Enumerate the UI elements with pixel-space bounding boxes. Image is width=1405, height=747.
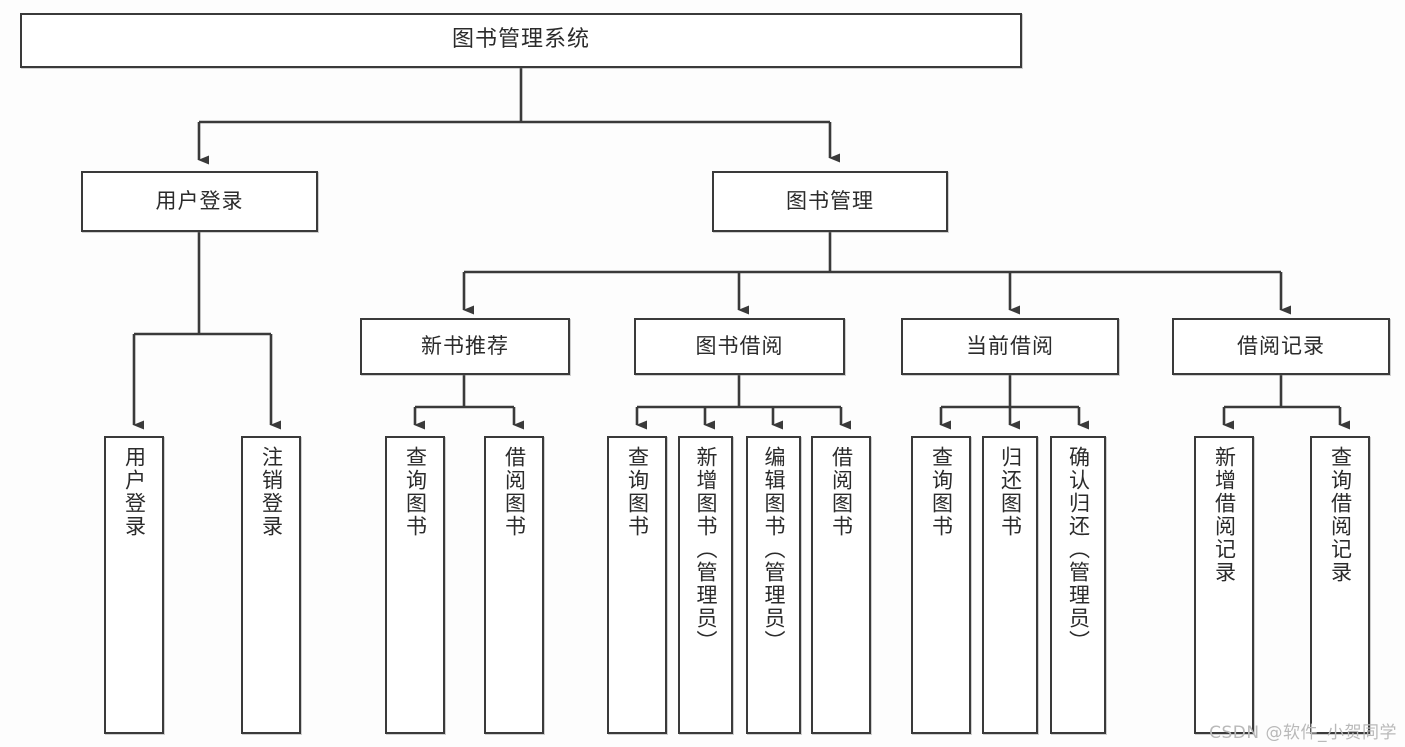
leaf-borrow-query-book[interactable]: 查询图书: [607, 436, 667, 734]
leaf-new-book-query[interactable]: 查询图书: [385, 436, 445, 734]
csdn-watermark: CSDN @软件_小贺同学: [1209, 723, 1397, 743]
leaf-new-book-borrow[interactable]: 借阅图书: [484, 436, 544, 734]
node-label: 新增借阅记录: [1212, 446, 1237, 584]
node-book-borrow[interactable]: 图书借阅: [634, 318, 845, 375]
node-book-management[interactable]: 图书管理: [712, 171, 948, 232]
leaf-borrow-add-book-admin[interactable]: 新增图书（管理员）: [678, 436, 733, 734]
node-label: 注销登录: [259, 446, 284, 538]
leaf-user-login-login[interactable]: 用户登录: [104, 436, 164, 734]
leaf-record-add-record[interactable]: 新增借阅记录: [1194, 436, 1254, 734]
leaf-borrow-borrow-book[interactable]: 借阅图书: [811, 436, 871, 734]
node-label: 图书管理: [786, 188, 874, 213]
leaf-current-return-book[interactable]: 归还图书: [982, 436, 1038, 734]
leaf-current-confirm-return-admin[interactable]: 确认归还（管理员）: [1050, 436, 1106, 734]
node-label: 查询图书: [403, 446, 428, 538]
node-label: 查询图书: [625, 446, 650, 538]
leaf-current-query-book[interactable]: 查询图书: [911, 436, 971, 734]
node-user-login[interactable]: 用户登录: [81, 171, 318, 232]
node-label: 图书管理系统: [451, 27, 590, 53]
node-label: 确认归还（管理员）: [1066, 446, 1091, 653]
node-borrow-record[interactable]: 借阅记录: [1172, 318, 1390, 375]
leaf-record-query-record[interactable]: 查询借阅记录: [1310, 436, 1370, 734]
node-label: 新增图书（管理员）: [693, 446, 718, 653]
leaf-borrow-edit-book-admin[interactable]: 编辑图书（管理员）: [746, 436, 801, 734]
node-label: 用户登录: [155, 188, 244, 213]
node-label: 查询图书: [929, 446, 954, 538]
node-label: 用户登录: [122, 446, 147, 538]
node-label: 借阅记录: [1237, 333, 1325, 358]
node-current-borrow[interactable]: 当前借阅: [901, 318, 1119, 375]
node-label: 编辑图书（管理员）: [761, 446, 786, 653]
node-label: 查询借阅记录: [1328, 446, 1353, 584]
node-root-book-management-system[interactable]: 图书管理系统: [20, 13, 1022, 68]
node-new-book-recommend[interactable]: 新书推荐: [360, 318, 570, 375]
node-label: 图书借阅: [695, 333, 784, 358]
node-label: 当前借阅: [966, 333, 1054, 358]
leaf-user-login-logout[interactable]: 注销登录: [241, 436, 301, 734]
node-label: 归还图书: [998, 446, 1023, 538]
node-label: 新书推荐: [421, 333, 509, 358]
node-label: 借阅图书: [829, 446, 854, 538]
node-label: 借阅图书: [502, 446, 527, 538]
